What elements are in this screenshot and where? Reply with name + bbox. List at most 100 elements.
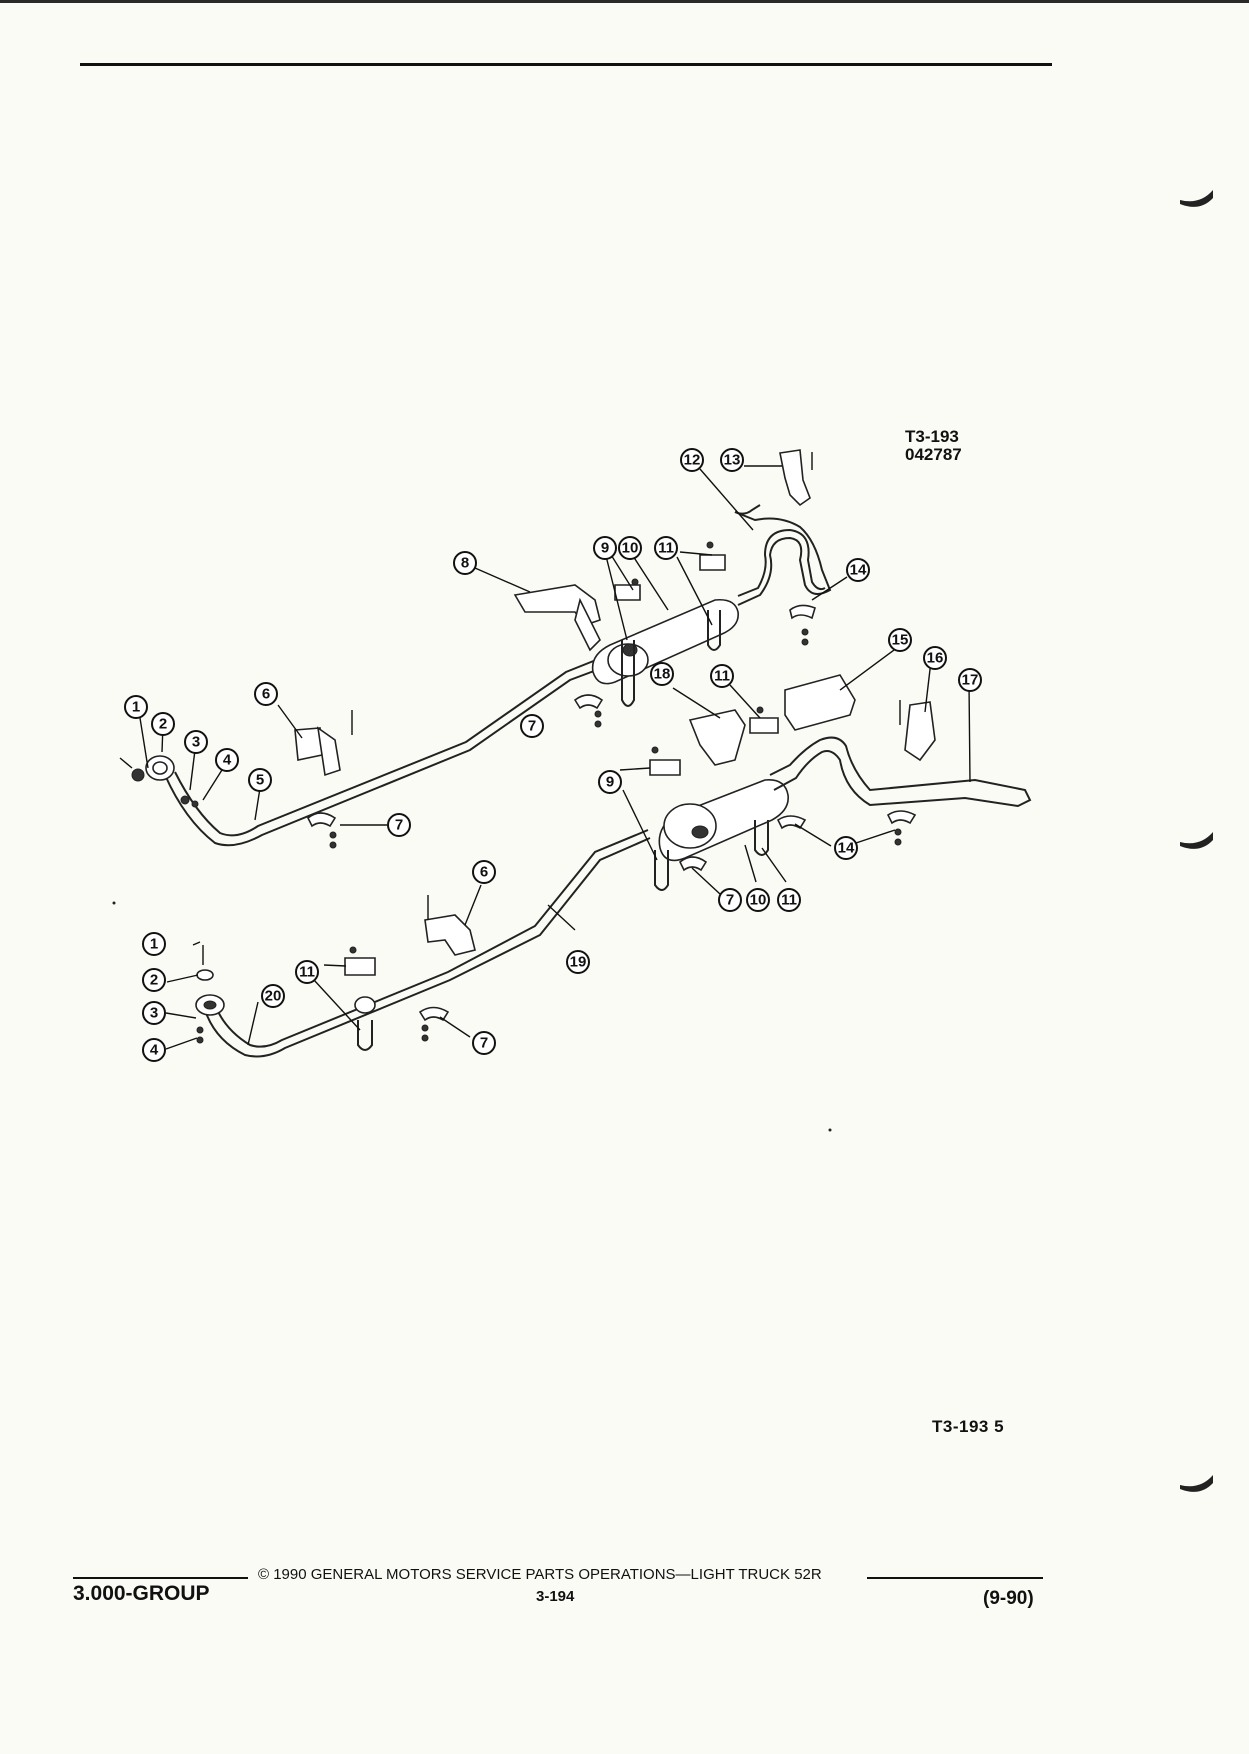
callout-11d: 11 bbox=[295, 960, 319, 984]
svg-text:11: 11 bbox=[658, 540, 674, 557]
u-bolt-9-lower bbox=[654, 850, 669, 891]
callout-15: 15 bbox=[888, 628, 912, 652]
svg-text:1: 1 bbox=[150, 936, 158, 953]
nut bbox=[180, 795, 190, 805]
svg-text:4: 4 bbox=[223, 752, 232, 769]
callout-1b: 1 bbox=[142, 932, 166, 956]
svg-text:12: 12 bbox=[684, 452, 701, 469]
svg-text:7: 7 bbox=[528, 718, 536, 735]
callout-5: 5 bbox=[248, 768, 272, 792]
speck bbox=[112, 901, 116, 905]
svg-text:10: 10 bbox=[750, 892, 767, 909]
hanger-16 bbox=[904, 701, 936, 762]
binding-mark bbox=[1180, 190, 1213, 207]
svg-text:13: 13 bbox=[724, 452, 741, 469]
pipe-joint-sleeve bbox=[354, 996, 376, 1014]
nut bbox=[349, 946, 357, 954]
u-bolt-9-upper bbox=[621, 640, 635, 707]
nut bbox=[196, 1026, 204, 1034]
svg-text:15: 15 bbox=[892, 632, 909, 649]
nut bbox=[651, 746, 659, 754]
svg-text:18: 18 bbox=[654, 666, 671, 683]
callout-11b: 11 bbox=[710, 664, 734, 688]
header-rule bbox=[80, 63, 1052, 66]
nut bbox=[756, 706, 764, 714]
callout-1a: 1 bbox=[124, 695, 148, 719]
callout-18: 18 bbox=[650, 662, 674, 686]
svg-text:7: 7 bbox=[395, 817, 403, 834]
callout-16: 16 bbox=[923, 646, 947, 670]
clamp-9-upper bbox=[614, 584, 641, 601]
figure-reference: T3-193 5 bbox=[932, 1417, 1005, 1436]
callout-14b: 14 bbox=[834, 836, 858, 860]
nut bbox=[421, 1034, 429, 1042]
nut bbox=[329, 831, 337, 839]
nut bbox=[594, 720, 602, 728]
clamp-14-upper bbox=[789, 604, 816, 620]
callout-2a: 2 bbox=[151, 712, 175, 736]
clamp-9-lower bbox=[649, 759, 681, 776]
upper-pipe-outline bbox=[174, 655, 607, 837]
stud bbox=[119, 757, 133, 769]
footer-rule-right bbox=[867, 1577, 1043, 1579]
lower-pipe-outline bbox=[204, 837, 651, 1058]
svg-text:11: 11 bbox=[781, 892, 797, 909]
nut bbox=[421, 1024, 429, 1032]
footer-rule-left bbox=[73, 1577, 248, 1579]
nut bbox=[594, 710, 602, 718]
clamp-11-lower bbox=[749, 717, 779, 734]
hanger-13 bbox=[779, 449, 811, 507]
svg-text:3: 3 bbox=[150, 1005, 158, 1022]
clamp-7-upper-a bbox=[307, 812, 337, 828]
svg-text:4: 4 bbox=[150, 1042, 159, 1059]
svg-text:17: 17 bbox=[962, 672, 979, 689]
u-bolt-11-upper bbox=[707, 610, 721, 651]
nut bbox=[196, 1036, 204, 1044]
callout-14a: 14 bbox=[846, 558, 870, 582]
hanger-6-lower bbox=[424, 914, 476, 956]
svg-text:6: 6 bbox=[480, 864, 488, 881]
clamp-14-lower-a bbox=[776, 815, 807, 830]
footer-group-label: 3.000-GROUP bbox=[73, 1582, 210, 1605]
lower-muffler-end bbox=[663, 803, 717, 849]
callout-10b: 10 bbox=[746, 888, 770, 912]
svg-text:14: 14 bbox=[850, 562, 867, 579]
callout-10a: 10 bbox=[618, 536, 642, 560]
lower-flange-inner bbox=[203, 1000, 217, 1010]
callout-2b: 2 bbox=[142, 968, 166, 992]
nut bbox=[706, 541, 714, 549]
svg-text:2: 2 bbox=[159, 716, 167, 733]
svg-text:2: 2 bbox=[150, 972, 158, 989]
svg-text:7: 7 bbox=[480, 1035, 488, 1052]
clamp-7-lower-b bbox=[418, 1006, 450, 1022]
u-bolt-11-lower-joint bbox=[357, 1020, 373, 1051]
leader-lines bbox=[139, 465, 971, 1050]
nut bbox=[801, 638, 809, 646]
hanger-6-upper-arm bbox=[316, 726, 341, 777]
callout-6b: 6 bbox=[472, 860, 496, 884]
svg-text:11: 11 bbox=[714, 668, 730, 685]
callout-8: 8 bbox=[453, 551, 477, 575]
svg-text:16: 16 bbox=[927, 650, 944, 667]
callout-17: 17 bbox=[958, 668, 982, 692]
nut bbox=[631, 578, 639, 586]
clamp-7-upper-b bbox=[573, 694, 604, 710]
hanger-18 bbox=[688, 709, 746, 766]
page-number: 3-194 bbox=[536, 1588, 575, 1605]
svg-text:11: 11 bbox=[299, 964, 315, 981]
figure-code-secondary: 042787 bbox=[905, 445, 962, 464]
callout-7b: 7 bbox=[520, 714, 544, 738]
callout-7d: 7 bbox=[472, 1031, 496, 1055]
svg-text:7: 7 bbox=[726, 892, 734, 909]
nut bbox=[191, 800, 199, 808]
upper-tailpipe bbox=[737, 528, 826, 597]
svg-text:14: 14 bbox=[838, 840, 855, 857]
upper-pipe-outline bbox=[164, 664, 611, 847]
lower-muffler-outlet bbox=[691, 825, 709, 839]
clamp-14-lower-b bbox=[886, 810, 917, 825]
nut bbox=[894, 838, 902, 846]
upper-tail-end bbox=[734, 504, 761, 515]
u-bolt-11-lower bbox=[754, 820, 769, 856]
